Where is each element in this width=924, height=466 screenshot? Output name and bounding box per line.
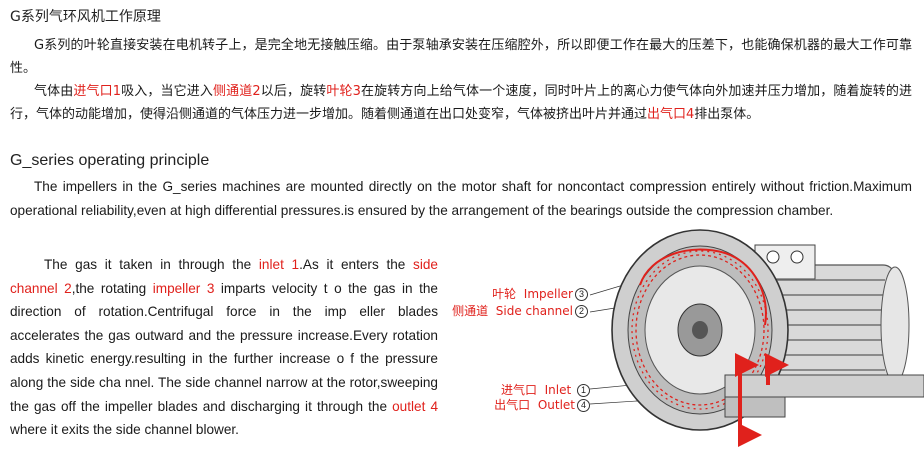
label-impeller-en: Impeller: [523, 287, 573, 301]
en-text: where it exits the side channel blower.: [10, 422, 239, 438]
cn-paragraph-2: 气体由进气口1吸入，当它进入侧通道2以后，旋转叶轮3在旋转方向上给气体一个速度，…: [10, 80, 912, 126]
label-outlet-en: Outlet: [537, 398, 575, 412]
cn-outlet-highlight: 出气口4: [647, 107, 695, 122]
side-channel-blower-illustration: [589, 229, 924, 447]
cn-title: G系列气环风机工作原理: [10, 9, 161, 25]
en-text: .As it enters the: [299, 257, 414, 272]
en-inlet-highlight: inlet 1: [258, 257, 300, 272]
cn-paragraph-1: G系列的叶轮直接安装在电机转子上，是完全地无接触压缩。由于泵轴承安装在压缩腔外，…: [10, 38, 912, 76]
label-side-channel-num: 2: [575, 305, 588, 318]
en-impeller-highlight: impeller 3: [152, 280, 215, 296]
label-inlet-en: Inlet: [544, 383, 572, 397]
en-outlet-highlight: outlet 4: [392, 398, 439, 414]
cn-text: 在旋转方向上给气体一个速度，同时叶片上的离心力使气体向外加速并压力增加，随着旋转…: [10, 84, 912, 122]
cn-text: 气体由: [34, 84, 74, 99]
cn-text: 吸入，当它进入: [121, 84, 213, 99]
cn-impeller-highlight: 叶轮3: [326, 84, 361, 99]
label-impeller-num: 3: [575, 288, 588, 301]
impeller-blades: [631, 248, 769, 410]
cn-inlet-highlight: 进气口1: [73, 84, 122, 99]
cn-channel-highlight: 侧通道2: [212, 84, 261, 99]
cn-text: 排出泵体。: [694, 107, 760, 122]
label-side-channel-cn: 侧通道: [452, 304, 489, 318]
en-channel-highlight: side channel 2: [10, 257, 438, 296]
en-text: imparts velocity t o the gas in the dire…: [10, 280, 438, 414]
cn-text: 以后，旋转: [260, 84, 327, 99]
label-outlet-cn: 出气口: [494, 398, 531, 412]
en-paragraph-2: The gas it taken in through the inlet 1.…: [10, 253, 438, 442]
port-pipes: [724, 374, 924, 418]
label-impeller-cn: 叶轮: [492, 287, 517, 301]
en-paragraph-1: The impellers in the G_series machines a…: [10, 179, 912, 218]
en-text: ,the rotating: [71, 280, 153, 296]
label-outlet-num: 4: [577, 399, 590, 412]
label-side-channel-en: Side channel: [495, 304, 573, 318]
label-inlet-num: 1: [577, 384, 590, 397]
flow-arrows: [735, 353, 789, 447]
en-title: G_series operating principle: [10, 152, 210, 169]
label-inlet: 进气口 Inlet 1: [501, 381, 590, 398]
en-text: The gas it taken in through the: [44, 257, 259, 272]
label-inlet-cn: 进气口: [500, 383, 537, 397]
